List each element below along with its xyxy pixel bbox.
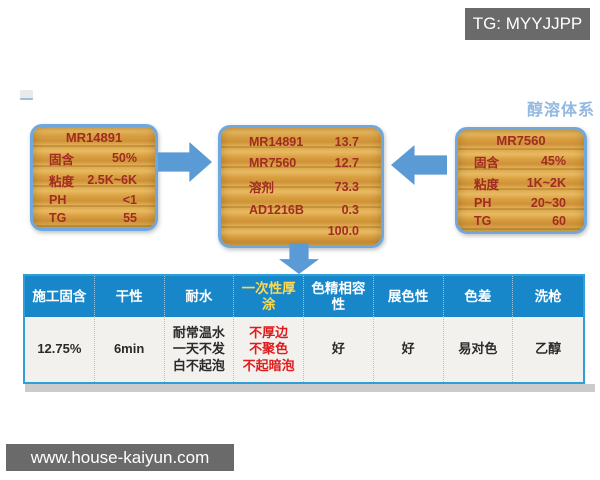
formula-value: 0.3 — [341, 203, 359, 217]
table-cell: 6min — [95, 317, 165, 382]
website-badge: www.house-kaiyun.com — [6, 444, 234, 471]
property-label: TG — [49, 210, 67, 225]
table-header-row: 施工固含 干性 耐水 一次性厚 涂 色精相容 性 展色性 色差 洗枪 — [25, 276, 583, 317]
property-value: <1 — [122, 193, 137, 208]
website-url-label: www.house-kaiyun.com — [30, 447, 210, 467]
property-row: PH <1 — [33, 193, 155, 207]
performance-table: 施工固含 干性 耐水 一次性厚 涂 色精相容 性 展色性 色差 洗枪 12.75… — [23, 274, 585, 384]
formula-label: MR14891 — [249, 135, 304, 149]
property-row: PH 20~30 — [458, 196, 584, 210]
property-value: 55 — [123, 210, 137, 225]
component-box-mr7560: MR7560 固含 45% 粘度 1K~2K PH 20~30 TG 60 — [455, 127, 587, 234]
left-arrow-icon — [391, 145, 447, 185]
property-label: 固含 — [49, 152, 75, 167]
formula-row: 溶剂 73.3 — [221, 177, 381, 196]
property-label: 粘度 — [49, 174, 75, 189]
table-header-cell: 干性 — [95, 276, 165, 317]
property-row: 固含 45% — [458, 152, 584, 171]
formula-value: 13.7 — [334, 135, 359, 149]
property-row: TG 60 — [458, 214, 584, 228]
table-header-cell: 耐水 — [165, 276, 235, 317]
formula-total-value: 100.0 — [327, 224, 359, 238]
property-row: 固含 50% — [33, 149, 155, 168]
component-box-mr14891: MR14891 固含 50% 粘度 2.5K~6K PH <1 TG 55 — [30, 124, 158, 231]
property-value: 20~30 — [530, 196, 566, 211]
table-header-cell: 展色性 — [374, 276, 444, 317]
table-cell: 乙醇 — [535, 341, 562, 357]
table-data-row: 12.75% 6min 耐常温水 一天不发 白不起泡 不厚边 不聚色 不起暗泡 … — [25, 317, 583, 382]
table-header-cell: 色差 — [444, 276, 514, 317]
property-row: TG 55 — [33, 211, 155, 225]
formula-value: 12.7 — [334, 156, 359, 170]
property-label: 固含 — [474, 155, 500, 170]
right-arrow-icon — [158, 142, 212, 182]
system-type-label: 醇溶体系 — [526, 102, 595, 119]
property-row: 粘度 1K~2K — [458, 174, 584, 193]
formula-label: MR7560 — [249, 156, 297, 170]
table-header-cell-highlighted: 一次性厚 涂 — [234, 276, 304, 317]
table-cell: 12.75% — [25, 317, 95, 382]
table-header-cell: 施工固含 — [25, 276, 95, 317]
formula-value: 73.3 — [334, 179, 359, 194]
formula-row: MR7560 12.7 — [221, 156, 381, 170]
property-label: PH — [49, 193, 67, 208]
property-value: 2.5K~6K — [87, 173, 137, 188]
property-value: 1K~2K — [526, 176, 566, 191]
tg-watermark-label: TG: MYYJJPP — [472, 14, 583, 33]
property-label: PH — [474, 196, 492, 211]
formula-label: AD1216B — [249, 203, 304, 217]
formula-total-row: 100.0 — [221, 224, 381, 238]
tg-watermark-badge: TG: MYYJJPP — [465, 8, 590, 40]
table-shadow-bar — [25, 384, 595, 392]
table-cell: 易对色 — [444, 317, 514, 382]
property-row: 粘度 2.5K~6K — [33, 171, 155, 190]
property-label: 粘度 — [474, 177, 500, 192]
formula-label: 溶剂 — [249, 181, 275, 195]
table-cell: 好 — [374, 317, 444, 382]
formula-box: MR14891 13.7 MR7560 12.7 溶剂 73.3 AD1216B… — [218, 125, 384, 248]
property-value: 50% — [111, 151, 137, 166]
small-logo-artifact — [20, 90, 33, 100]
table-cell-highlighted: 不厚边 不聚色 不起暗泡 — [234, 317, 304, 382]
table-cell: 好 — [304, 317, 374, 382]
table-header-cell: 洗枪 — [534, 288, 562, 304]
formula-row: AD1216B 0.3 — [221, 203, 381, 217]
formula-row: MR14891 13.7 — [221, 135, 381, 149]
table-cell: 耐常温水 一天不发 白不起泡 — [165, 317, 235, 382]
property-value: 60 — [552, 213, 566, 228]
box-title: MR14891 — [65, 130, 123, 146]
table-header-cell: 色精相容 性 — [304, 276, 374, 317]
box-title: MR7560 — [496, 133, 546, 149]
property-value: 45% — [540, 154, 566, 169]
property-label: TG — [474, 213, 492, 228]
